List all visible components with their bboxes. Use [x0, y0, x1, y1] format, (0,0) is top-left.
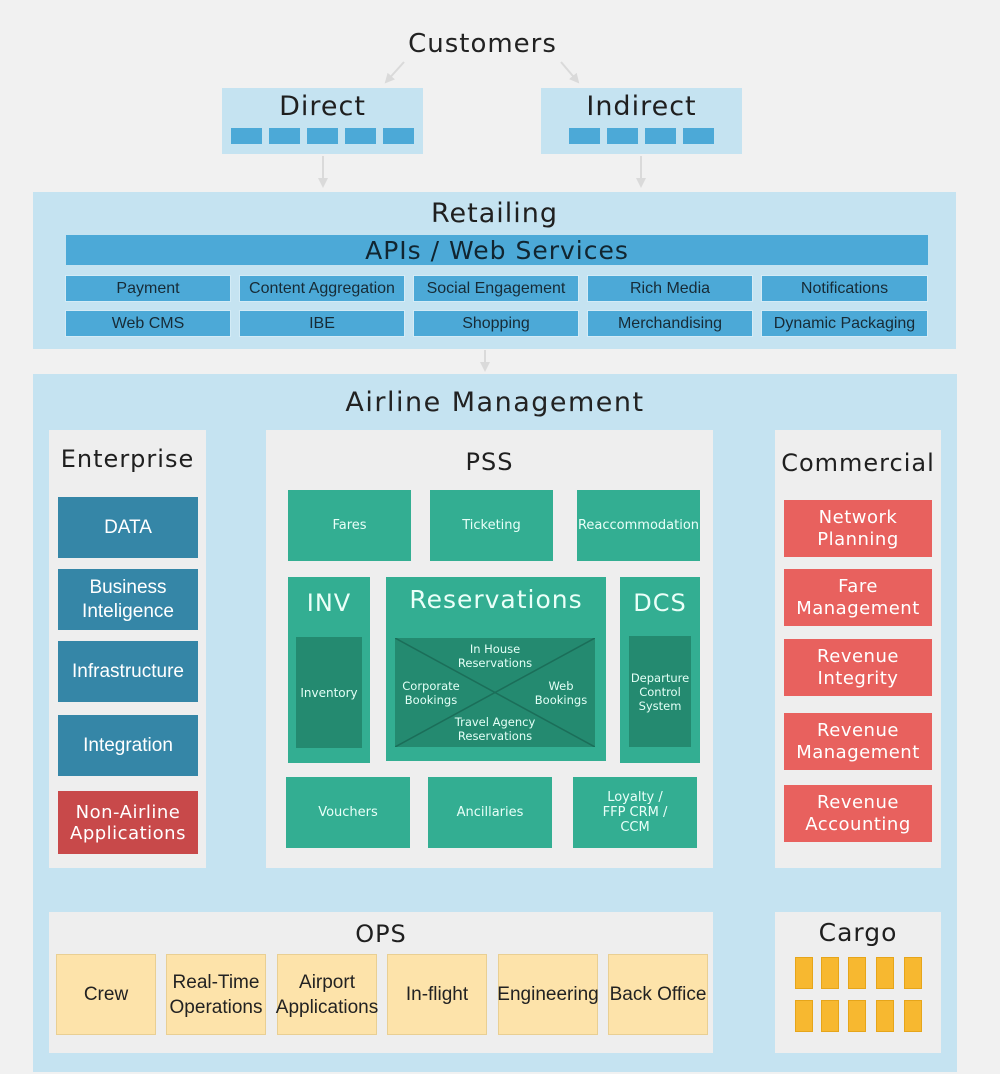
- inv-title: INV: [306, 589, 352, 617]
- customers-title: Customers: [408, 29, 557, 59]
- channel-block: [607, 128, 638, 144]
- retail-dynamic-packaging: Dynamic Packaging: [761, 310, 928, 337]
- pss-fares: Fares: [288, 490, 411, 561]
- cargo-unit: [795, 957, 813, 989]
- ops-crew: Crew: [56, 954, 156, 1035]
- channel-block: [569, 128, 600, 144]
- reservations-cross-lines: [395, 638, 595, 747]
- commercial-revenue-management: Revenue Management: [784, 713, 932, 770]
- pss-ticketing: Ticketing: [430, 490, 553, 561]
- retailing-panel: Retailing APIs / Web Services Payment Co…: [33, 192, 956, 349]
- pss-vouchers: Vouchers: [286, 777, 410, 848]
- enterprise-business-intelligence: Business Inteligence: [58, 569, 198, 630]
- reservations-channels: In House Reservations Corporate Bookings…: [395, 638, 595, 747]
- pss-title: PSS: [465, 448, 514, 476]
- cargo-unit: [821, 957, 839, 989]
- enterprise-data: DATA: [58, 497, 198, 558]
- dcs-title: DCS: [633, 589, 687, 617]
- channel-block: [269, 128, 300, 144]
- ops-airport-applications: Airport Applications: [276, 954, 378, 1035]
- pss-loyalty: Loyalty / FFP CRM / CCM: [573, 777, 697, 848]
- cargo-unit: [821, 1000, 839, 1032]
- retail-content-aggregation: Content Aggregation: [239, 275, 405, 302]
- pss-reaccommodation: Reaccommodation: [577, 490, 700, 561]
- channel-block: [683, 128, 714, 144]
- enterprise-non-airline-applications: Non-Airline Applications: [58, 791, 198, 854]
- api-bar: APIs / Web Services: [66, 235, 928, 265]
- retail-merchandising: Merchandising: [587, 310, 753, 337]
- enterprise-integration: Integration: [58, 715, 198, 776]
- cargo-unit: [876, 957, 894, 989]
- pss-panel: PSS Fares Ticketing Reaccommodation INV …: [266, 430, 713, 868]
- indirect-title: Indirect: [586, 91, 697, 122]
- commercial-revenue-integrity: Revenue Integrity: [784, 639, 932, 696]
- direct-title: Direct: [279, 91, 366, 122]
- commercial-revenue-accounting: Revenue Accounting: [784, 785, 932, 842]
- channel-block: [307, 128, 338, 144]
- cargo-unit: [795, 1000, 813, 1032]
- ops-real-time-operations: Real-Time Operations: [166, 954, 266, 1035]
- indirect-box: Indirect: [541, 88, 742, 154]
- retailing-title: Retailing: [430, 198, 559, 229]
- cargo-unit: [876, 1000, 894, 1032]
- commercial-fare-management: Fare Management: [784, 569, 932, 626]
- cargo-unit: [848, 1000, 866, 1032]
- channel-block: [383, 128, 414, 144]
- reservations-title: Reservations: [409, 585, 583, 614]
- retail-payment: Payment: [65, 275, 231, 302]
- arrow-customers-indirect: [560, 61, 580, 84]
- ops-panel: OPS Crew Real-Time Operations Airport Ap…: [49, 912, 713, 1053]
- retail-ibe: IBE: [239, 310, 405, 337]
- res-in-house: In House Reservations: [457, 642, 533, 670]
- retail-shopping: Shopping: [413, 310, 579, 337]
- cargo-unit: [848, 957, 866, 989]
- ops-title: OPS: [355, 920, 407, 948]
- retail-social-engagement: Social Engagement: [413, 275, 579, 302]
- commercial-panel: Commercial Network Planning Fare Managem…: [775, 430, 941, 868]
- ops-engineering: Engineering: [497, 954, 599, 1035]
- reservations-block: Reservations In House Reservations Corpo…: [386, 577, 606, 761]
- channel-block: [645, 128, 676, 144]
- res-web-bookings: Web Bookings: [534, 679, 588, 707]
- res-corporate-bookings: Corporate Bookings: [402, 679, 460, 707]
- enterprise-title: Enterprise: [60, 445, 195, 473]
- channel-block: [231, 128, 262, 144]
- enterprise-panel: Enterprise DATA Business Inteligence Inf…: [49, 430, 206, 868]
- departure-control-system-box: Departure Control System: [629, 636, 691, 747]
- cargo-unit: [904, 957, 922, 989]
- ops-in-flight: In-flight: [387, 954, 487, 1035]
- direct-box: Direct: [222, 88, 423, 154]
- commercial-title: Commercial: [781, 449, 935, 477]
- ops-back-office: Back Office: [608, 954, 708, 1035]
- airline-management-title: Airline Management: [345, 386, 645, 418]
- retail-notifications: Notifications: [761, 275, 928, 302]
- inv-block: INV Inventory: [288, 577, 370, 763]
- arrow-customers-direct: [384, 61, 405, 84]
- cargo-panel: Cargo: [775, 912, 941, 1053]
- pss-ancillaries: Ancillaries: [428, 777, 552, 848]
- inventory-box: Inventory: [296, 637, 362, 748]
- retail-web-cms: Web CMS: [65, 310, 231, 337]
- dcs-block: DCS Departure Control System: [620, 577, 700, 763]
- channel-block: [345, 128, 376, 144]
- retail-rich-media: Rich Media: [587, 275, 753, 302]
- cargo-unit: [904, 1000, 922, 1032]
- cargo-title: Cargo: [818, 918, 898, 947]
- res-travel-agency: Travel Agency Reservations: [454, 715, 536, 743]
- commercial-network-planning: Network Planning: [784, 500, 932, 557]
- enterprise-infrastructure: Infrastructure: [58, 641, 198, 702]
